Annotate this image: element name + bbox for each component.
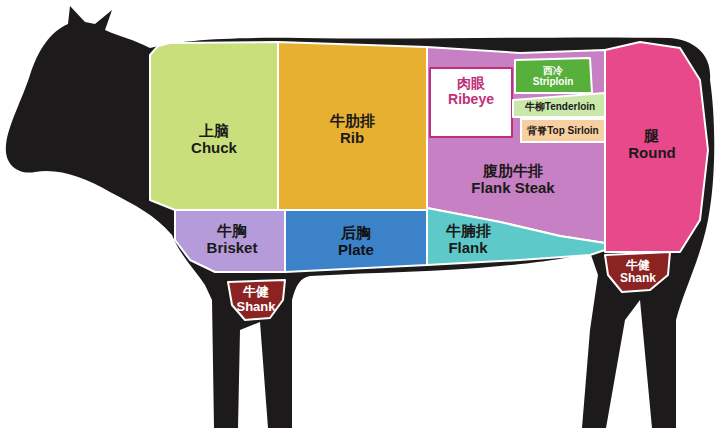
region-label: 牛肋排Rib [330, 113, 375, 147]
region-label: 上脑Chuck [191, 123, 237, 157]
region-shape [285, 210, 427, 272]
cut-name: 腿 [628, 128, 675, 145]
region-label: 腿Round [628, 128, 675, 162]
cut-region: 牛胸Brisket [175, 210, 285, 272]
cut-region: 背脊Top Sirloin [521, 119, 605, 142]
region-shape [513, 93, 605, 117]
cow-silhouette [6, 6, 714, 428]
region-label: 腹肋牛排Flank Steak [471, 163, 554, 197]
cut-region: 腿Round [605, 42, 708, 252]
cut-name-english: Round [628, 145, 675, 162]
region-shape [605, 252, 670, 292]
cut-name-english: Striploin [533, 76, 574, 87]
region-shape [605, 42, 708, 252]
cut-name: 肉眼 [448, 76, 494, 92]
cut-region: 牛柳Tenderloin [513, 93, 605, 117]
cut-name: 牛健 [236, 285, 275, 300]
cut-region: 牛腩排Flank [427, 208, 605, 265]
region-shape [150, 42, 278, 210]
cut-region: 肉眼Ribeye [430, 68, 512, 137]
region-shape [521, 119, 605, 142]
cut-name-english: Rib [330, 130, 375, 147]
region-shape [278, 42, 427, 210]
cut-region: 牛健Shank [605, 252, 670, 292]
cut-name: 背脊Top Sirloin [527, 125, 598, 136]
cut-name: 腹肋牛排 [471, 163, 554, 180]
region-label: 西冷Striploin [533, 65, 574, 87]
region-label: 牛腩排Flank [446, 223, 491, 257]
cut-region: 牛肋排Rib [278, 42, 427, 210]
region-label: 牛柳Tenderloin [525, 101, 595, 112]
region-shape [430, 68, 512, 137]
cut-name: 后胸 [338, 225, 374, 242]
region-shape [515, 58, 592, 93]
cut-region: 上脑Chuck [150, 42, 278, 210]
region-label: 后胸Plate [338, 225, 374, 259]
cut-name-english: Ribeye [448, 92, 494, 108]
region-label: 牛健Shank [620, 259, 656, 286]
cut-name-english: Flank Steak [471, 180, 554, 197]
cut-name: 上脑 [191, 123, 237, 140]
cut-region: 西冷Striploin [515, 58, 592, 93]
cut-name: 牛腩排 [446, 223, 491, 240]
region-shape [427, 208, 605, 265]
cut-name-english: Chuck [191, 140, 237, 157]
cut-name-english: Plate [338, 242, 374, 259]
region-label: 肉眼Ribeye [448, 76, 494, 107]
cut-name-english: Flank [446, 240, 491, 257]
cut-name: 牛健 [620, 259, 656, 272]
cut-name-english: Shank [236, 300, 275, 315]
cut-name: 牛胸 [207, 223, 258, 240]
cut-name: 牛肋排 [330, 113, 375, 130]
region-label: 牛胸Brisket [207, 223, 258, 257]
cut-name-english: Shank [620, 272, 656, 285]
cut-name-english: Brisket [207, 240, 258, 257]
region-label: 背脊Top Sirloin [527, 125, 598, 136]
cut-name: 西冷 [533, 65, 574, 76]
region-shape [175, 210, 285, 272]
cut-region: 牛健Shank [228, 280, 285, 320]
region-label: 牛健Shank [236, 285, 275, 314]
cut-region: 后胸Plate [285, 210, 427, 272]
cut-name: 牛柳Tenderloin [525, 101, 595, 112]
region-shape [228, 280, 285, 320]
